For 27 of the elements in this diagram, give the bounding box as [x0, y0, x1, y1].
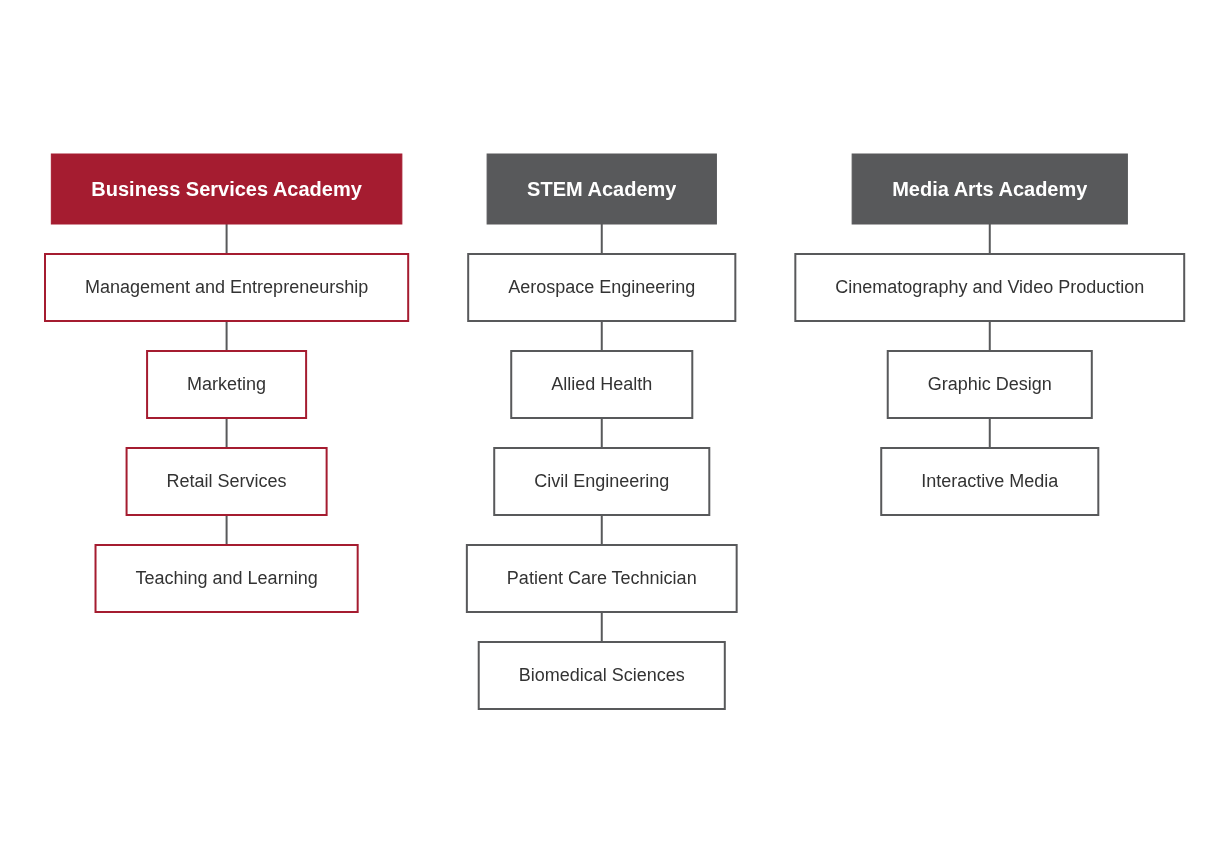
node-box: Civil Engineering	[493, 447, 711, 516]
node-box: Retail Services	[125, 447, 328, 516]
connector	[600, 417, 603, 449]
connector	[600, 320, 603, 352]
node-box: Allied Health	[510, 350, 694, 419]
node-box: Business Services Academy	[50, 153, 403, 225]
connector	[988, 320, 991, 352]
node-box: Cinematography and Video Production	[794, 253, 1186, 322]
node-box: Media Arts Academy	[851, 153, 1128, 225]
connector	[600, 223, 603, 255]
connector	[225, 223, 228, 255]
connector	[988, 223, 991, 255]
connector	[225, 320, 228, 352]
node-box: Patient Care Technician	[465, 544, 738, 613]
node-box: Interactive Media	[880, 447, 1100, 516]
node-box: Biomedical Sciences	[477, 641, 726, 710]
node-box: Aerospace Engineering	[467, 253, 737, 322]
node-box: Marketing	[145, 350, 307, 419]
node-box: Management and Entrepreneurship	[43, 253, 410, 322]
connector	[600, 611, 603, 643]
connector	[600, 514, 603, 546]
connector	[225, 417, 228, 449]
connector	[988, 417, 991, 449]
node-box: STEM Academy	[486, 153, 717, 225]
node-box: Graphic Design	[886, 350, 1093, 419]
node-box: Teaching and Learning	[94, 544, 359, 613]
connector	[225, 514, 228, 546]
